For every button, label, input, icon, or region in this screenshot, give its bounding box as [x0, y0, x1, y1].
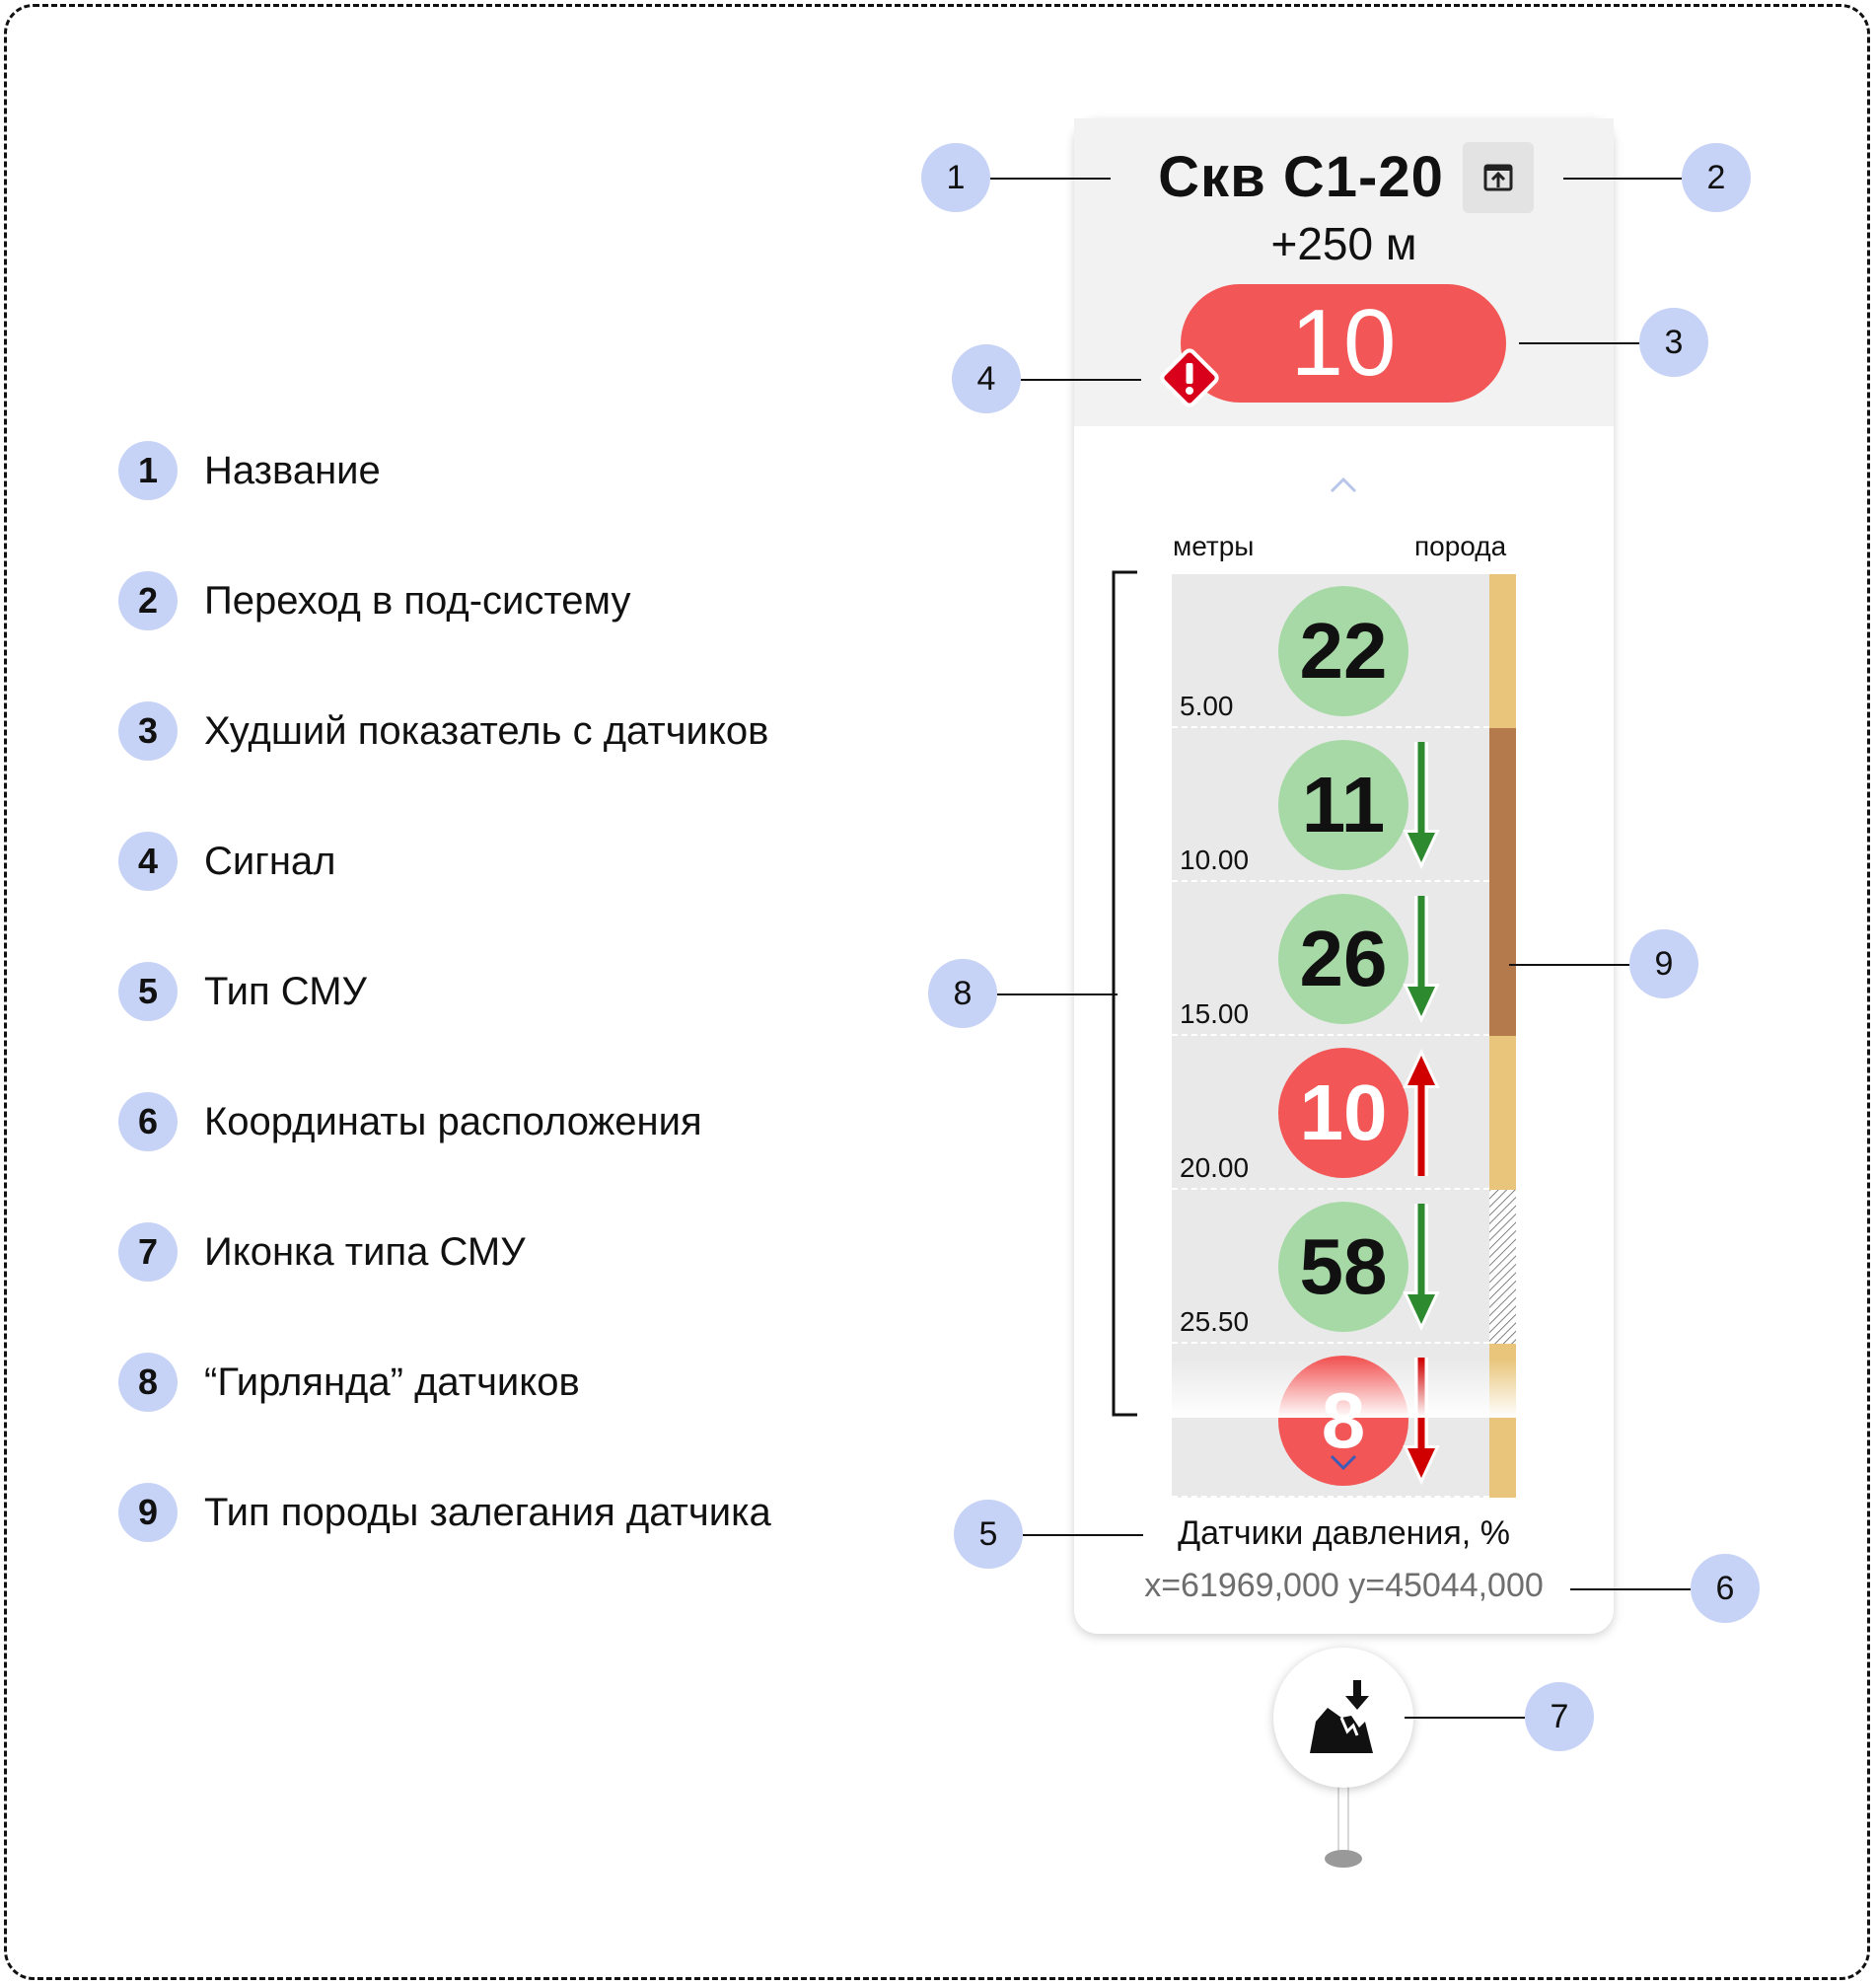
legend-item-5: 5 Тип СМУ — [118, 960, 367, 1023]
row-separator — [1172, 1188, 1489, 1190]
sensor-value-bubble[interactable]: 11 — [1278, 740, 1408, 870]
coordinates: x=61969,000 y=45044,000 — [1144, 1567, 1544, 1604]
row-separator — [1172, 1342, 1489, 1344]
legend-badge: 2 — [118, 571, 178, 630]
legend-item-6: 6 Координаты расположения — [118, 1090, 702, 1153]
legend-badge: 9 — [118, 1483, 178, 1542]
legend-item-7: 7 Иконка типа СМУ — [118, 1220, 526, 1284]
legend-label: Тип СМУ — [204, 969, 367, 1013]
rock-type-strip — [1489, 574, 1516, 728]
sensor-depth: 25.50 — [1180, 1306, 1250, 1337]
rock-column-header: порода — [1414, 531, 1507, 561]
legend-item-2: 2 Переход в под-систему — [118, 569, 630, 632]
legend-badge: 8 — [118, 1353, 178, 1412]
legend-badge: 3 — [118, 701, 178, 761]
legend-badge: 6 — [118, 1092, 178, 1151]
legend-label: Иконка типа СМУ — [204, 1229, 526, 1274]
callout-badge-3: 3 — [1639, 308, 1708, 377]
smu-type: Датчики давления, % — [1178, 1514, 1510, 1552]
callout-badge-4: 4 — [952, 344, 1021, 413]
legend-item-4: 4 Сигнал — [118, 830, 336, 893]
callout-line-2 — [1563, 178, 1682, 180]
trend-down-arrow-icon — [1403, 896, 1440, 1024]
callout-badge-5: 5 — [954, 1500, 1023, 1569]
sensor-value-bubble[interactable]: 26 — [1278, 894, 1408, 1024]
dashed-frame — [4, 4, 1870, 1980]
legend-item-3: 3 Худший показатель с датчиков — [118, 699, 768, 763]
legend-item-1: 1 Название — [118, 439, 381, 502]
callout-badge-6: 6 — [1691, 1554, 1760, 1623]
well-title: Скв С1-20 — [1158, 145, 1444, 209]
legend-badge: 1 — [118, 441, 178, 500]
trend-down-arrow-icon — [1403, 1204, 1440, 1332]
row-separator — [1172, 726, 1489, 728]
sensor-value-bubble[interactable]: 58 — [1278, 1202, 1408, 1332]
sensor-row[interactable]: 10.00 11 — [1172, 728, 1516, 882]
legend-item-9: 9 Тип породы залегания датчика — [118, 1481, 771, 1544]
legend-badge: 7 — [118, 1222, 178, 1282]
goto-subsystem-button[interactable] — [1463, 142, 1534, 213]
scroll-down-chevron-icon[interactable] — [1324, 1450, 1363, 1474]
callout-badge-1: 1 — [921, 143, 990, 212]
callout-badge-8: 8 — [928, 959, 997, 1028]
callout-line-3 — [1519, 342, 1639, 344]
callout-line-1 — [990, 178, 1111, 180]
garland-fade — [1172, 1359, 1516, 1418]
card-header: Скв С1-20 +250 м 10 — [1074, 118, 1614, 426]
legend-badge: 5 — [118, 962, 178, 1021]
row-separator — [1172, 1034, 1489, 1036]
row-separator — [1172, 880, 1489, 882]
elevation: +250 м — [1270, 218, 1417, 269]
sensor-depth: 5.00 — [1180, 691, 1234, 721]
scroll-up-chevron-icon[interactable] — [1324, 474, 1363, 497]
worst-value-badge: 10 — [1181, 284, 1506, 403]
legend-label: Координаты расположения — [204, 1099, 702, 1143]
sensor-value-bubble[interactable]: 10 — [1278, 1048, 1408, 1178]
depth-column-header: метры — [1173, 531, 1255, 561]
callout-line-4 — [1021, 379, 1141, 381]
legend-label: Название — [204, 448, 381, 492]
smu-type-marker[interactable] — [1273, 1648, 1413, 1788]
legend-item-8: 8 “Гирлянда” датчиков — [118, 1351, 580, 1414]
open-subsystem-icon — [1483, 164, 1513, 191]
trend-down-arrow-icon — [1403, 742, 1440, 870]
callout-line-5 — [1023, 1534, 1143, 1536]
legend-label: Переход в под-систему — [204, 578, 631, 623]
sensor-row[interactable]: 5.00 22 — [1172, 574, 1516, 728]
callout-badge-9: 9 — [1629, 929, 1698, 998]
warning-diamond-icon[interactable] — [1155, 343, 1224, 412]
rock-type-strip — [1489, 1036, 1516, 1190]
callout-line-9 — [1509, 964, 1629, 966]
pin-stem — [1337, 1786, 1349, 1857]
sensor-row[interactable]: 15.00 26 — [1172, 882, 1516, 1036]
sensor-depth: 15.00 — [1180, 998, 1250, 1029]
rock-type-strip — [1489, 728, 1516, 882]
callout-line-7 — [1405, 1717, 1525, 1719]
trend-up-arrow-icon — [1403, 1048, 1440, 1176]
rock-type-strip — [1489, 1190, 1516, 1344]
row-separator — [1172, 1496, 1489, 1498]
legend-label: Худший показатель с датчиков — [204, 708, 769, 753]
rock-type-strip — [1489, 882, 1516, 1036]
legend-badge: 4 — [118, 832, 178, 891]
pin-base — [1325, 1850, 1362, 1868]
legend-label: Тип породы залегания датчика — [204, 1490, 771, 1534]
sensor-depth: 10.00 — [1180, 845, 1250, 875]
sensor-value-bubble[interactable]: 22 — [1278, 586, 1408, 716]
legend-label: Сигнал — [204, 839, 336, 883]
callout-line-8 — [997, 993, 1118, 995]
sensor-depth: 20.00 — [1180, 1152, 1250, 1183]
callout-badge-7: 7 — [1525, 1682, 1594, 1751]
rock-pressure-icon — [1310, 1680, 1373, 1753]
callout-line-6 — [1570, 1588, 1691, 1590]
sensor-row[interactable]: 25.50 58 — [1172, 1190, 1516, 1344]
legend-label: “Гирлянда” датчиков — [204, 1360, 580, 1404]
sensor-row[interactable]: 20.00 10 — [1172, 1036, 1516, 1190]
callout-badge-2: 2 — [1682, 143, 1751, 212]
